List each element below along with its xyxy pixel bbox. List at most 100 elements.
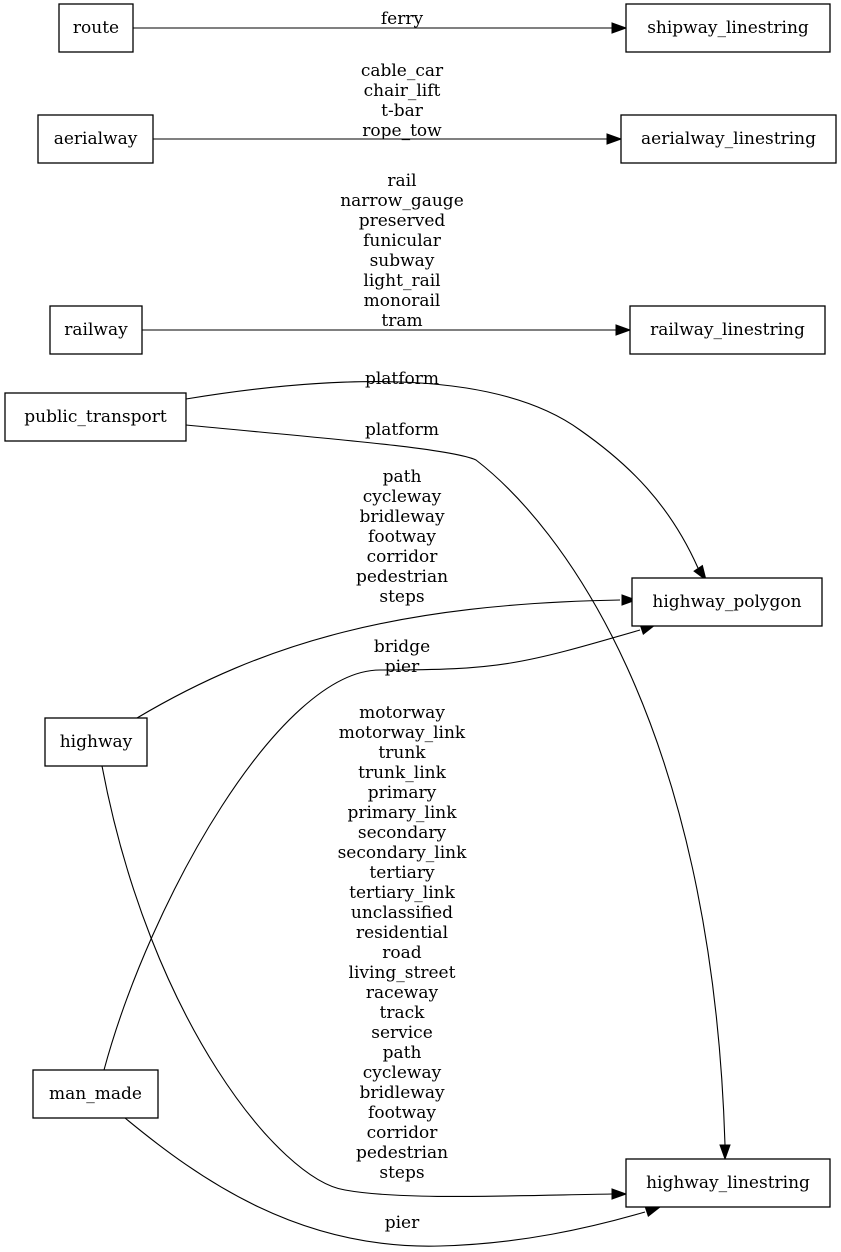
node-shipway-linestring: shipway_linestring (625, 3, 831, 53)
node-box (625, 3, 831, 53)
edge-label-line: cycleway (363, 1063, 442, 1083)
edge-label-line: road (382, 943, 421, 963)
edge-label-line: light_rail (363, 271, 440, 291)
edge-label-line: narrow_gauge (340, 191, 464, 211)
node-railway: railway (49, 305, 143, 355)
edge-label: pathcyclewaybridlewayfootwaycorridorpede… (356, 467, 448, 607)
edge-label-line: track (380, 1003, 426, 1023)
edge-label-line: tertiary (369, 863, 435, 883)
edge-line (124, 1117, 646, 1247)
edge-line (185, 381, 699, 569)
edge-label-line: pier (385, 1213, 420, 1233)
node-label: railway_linestring (650, 320, 805, 340)
node-box (32, 1069, 159, 1119)
edge-label-line: primary (368, 783, 437, 803)
edge-label-line: platform (365, 369, 439, 389)
arrowhead-icon (644, 1206, 662, 1218)
edge-label-line: subway (370, 251, 435, 271)
node-box (49, 305, 143, 355)
edge-label-line: bridleway (359, 507, 445, 527)
node-highway-linestring: highway_linestring (625, 1158, 831, 1208)
edge-label: ferry (381, 9, 424, 29)
edge-label-line: steps (379, 1163, 424, 1183)
arrowhead-icon (719, 1144, 731, 1161)
edge-label-line: footway (368, 1103, 436, 1123)
node-label: highway (60, 732, 133, 752)
node-route: route (58, 3, 134, 53)
node-label: shipway_linestring (647, 18, 809, 38)
edge-label-line: preserved (359, 211, 446, 231)
edge-label-line: cable_car (361, 61, 444, 81)
node-aerialway: aerialway (37, 114, 154, 164)
edge-label-line: secondary_link (338, 843, 468, 863)
node-railway-linestring: railway_linestring (629, 305, 826, 355)
edge-label-line: unclassified (351, 903, 453, 923)
edge-public_transport-to-highway_linestring (185, 424, 731, 1161)
node-box (44, 717, 148, 767)
edge-label-line: rope_tow (362, 121, 442, 141)
edge-label-line: tertiary_link (349, 883, 455, 903)
edge-label-line: ferry (381, 9, 424, 29)
edge-label: pier (385, 1213, 420, 1233)
node-label: man_made (49, 1084, 142, 1104)
node-box (631, 577, 823, 627)
node-public-transport: public_transport (4, 392, 187, 442)
edge-label-line: chair_lift (364, 81, 441, 101)
node-box (620, 114, 837, 164)
arrowhead-icon (615, 324, 632, 336)
edge-label-line: cycleway (363, 487, 442, 507)
edge-label: motorwaymotorway_linktrunktrunk_linkprim… (338, 703, 468, 1183)
edge-label-line: motorway_link (339, 723, 466, 743)
edge-route-to-shipway_linestring (133, 22, 628, 34)
node-label: public_transport (24, 407, 167, 427)
edge-label: platform (365, 420, 439, 440)
node-label: highway_linestring (646, 1173, 810, 1193)
edge-label: platform (365, 369, 439, 389)
nodes-layer: route shipway_linestring aerialway aerialwa… (4, 3, 837, 1208)
edge-label-line: path (383, 467, 422, 487)
arrowhead-icon (621, 594, 638, 606)
node-label: railway (64, 320, 128, 340)
edge-label-line: motorway (359, 703, 445, 723)
edge-line (136, 599, 621, 719)
edge-label-line: bridge (374, 637, 430, 657)
edge-label-line: path (383, 1043, 422, 1063)
edge-label-line: trunk_link (358, 763, 446, 783)
edge-aerialway-to-aerialway_linestring (153, 133, 623, 145)
edge-label-line: raceway (366, 983, 439, 1003)
edge-label-line: corridor (367, 547, 439, 567)
edge-label-line: monorail (364, 291, 441, 311)
edge-label-line: trunk (378, 743, 426, 763)
node-highway: highway (44, 717, 148, 767)
node-box (4, 392, 187, 442)
edge-label-line: service (371, 1023, 433, 1043)
edge-label: railnarrow_gaugepreservedfunicularsubway… (340, 171, 464, 331)
edge-label-line: living_street (349, 963, 456, 983)
arrowhead-icon (611, 22, 628, 34)
edge-label-line: corridor (367, 1123, 439, 1143)
arrowhead-icon (611, 1188, 628, 1200)
node-label: route (73, 18, 119, 38)
edge-label-line: rail (387, 171, 416, 191)
node-box (58, 3, 134, 53)
node-box (629, 305, 826, 355)
edge-line (101, 765, 613, 1198)
edge-label-line: funicular (363, 231, 442, 251)
edge-label-line: bridleway (359, 1083, 445, 1103)
edge-label-line: pedestrian (356, 567, 448, 587)
edge-line (103, 629, 641, 1071)
edge-label-line: residential (356, 923, 448, 943)
node-box (37, 114, 154, 164)
edge-line (185, 424, 726, 1146)
edge-label-line: pedestrian (356, 1143, 448, 1163)
edge-label-line: platform (365, 420, 439, 440)
edge-label-line: t-bar (381, 101, 424, 121)
node-label: aerialway (54, 129, 138, 149)
arrowhead-icon (606, 133, 623, 145)
edge-label-line: steps (379, 587, 424, 607)
edge-label-line: footway (368, 527, 436, 547)
node-label: aerialway_linestring (641, 129, 816, 149)
